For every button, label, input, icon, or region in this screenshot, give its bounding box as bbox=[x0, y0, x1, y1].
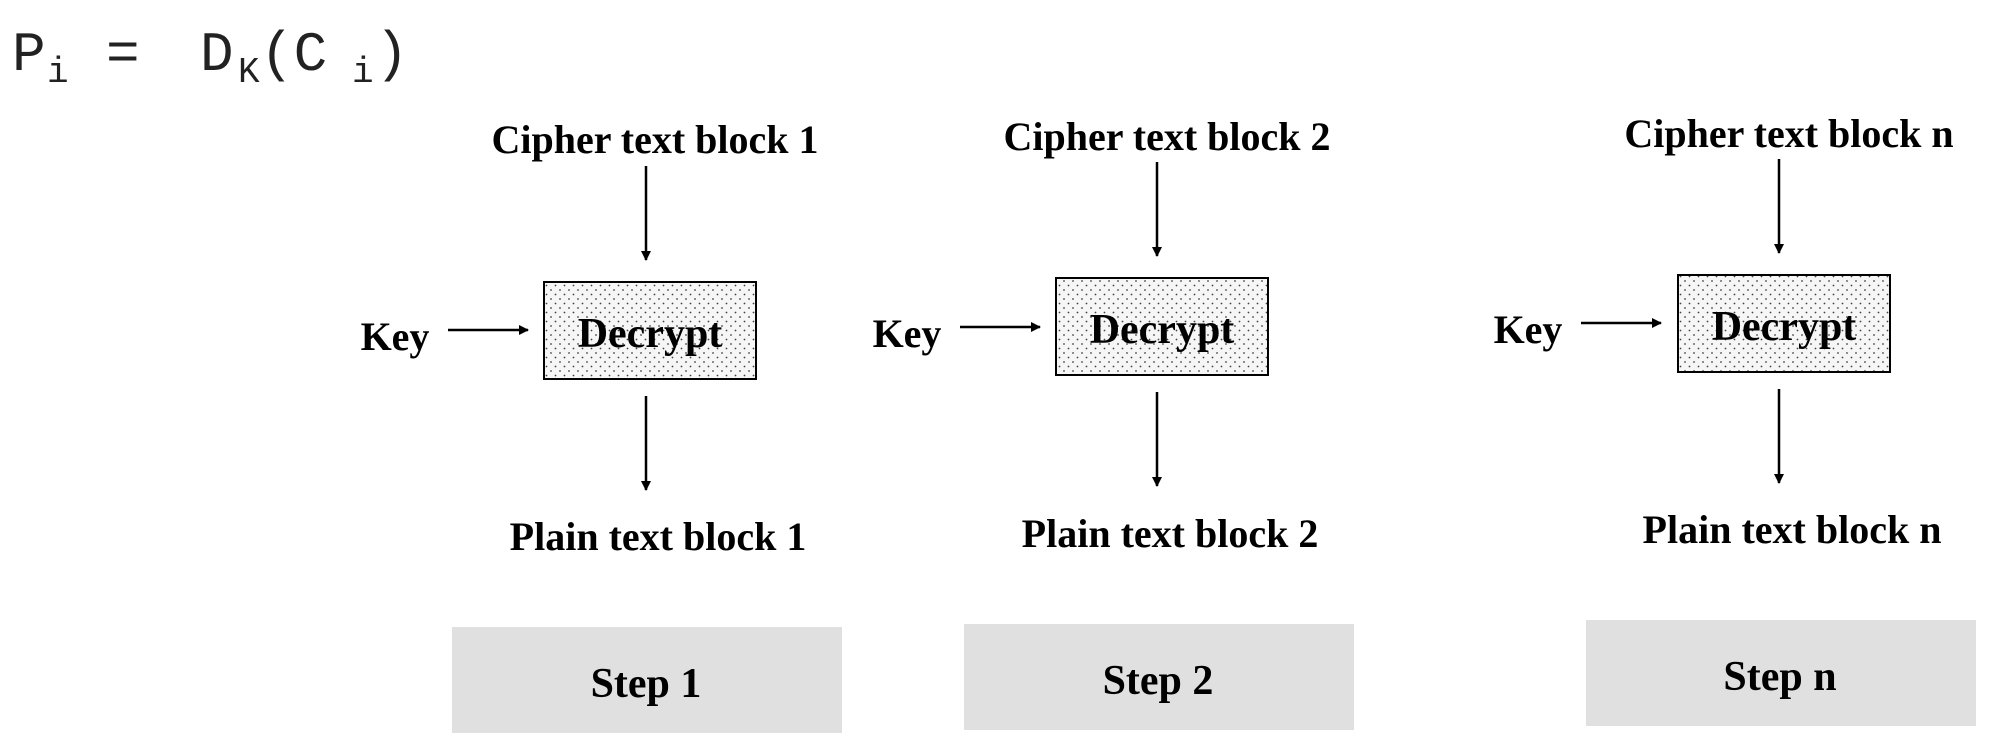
key-label: Key bbox=[361, 314, 430, 359]
cipher-text-block-label: Cipher text block 2 bbox=[1003, 114, 1330, 159]
formula-close-paren: ) bbox=[375, 23, 409, 87]
cipher-text-block-label: Cipher text block 1 bbox=[491, 117, 818, 162]
key-label: Key bbox=[1494, 307, 1563, 352]
step-label: Step 2 bbox=[1103, 658, 1214, 704]
formula: P i = D K (C i ) bbox=[12, 23, 409, 93]
decrypt-box bbox=[543, 281, 757, 380]
decrypt-box bbox=[1055, 277, 1269, 376]
step-box bbox=[1586, 620, 1976, 726]
formula-lhs-subscript: i bbox=[47, 52, 69, 93]
decrypt-box-label: Decrypt bbox=[578, 311, 723, 357]
formula-argument: (C bbox=[260, 23, 327, 87]
decrypt-box bbox=[1677, 274, 1891, 373]
plain-text-block-label: Plain text block n bbox=[1643, 507, 1942, 552]
formula-function: D bbox=[200, 23, 234, 87]
plain-text-block-label: Plain text block 1 bbox=[510, 514, 807, 559]
plain-text-block-label: Plain text block 2 bbox=[1022, 511, 1319, 556]
step-label: Step n bbox=[1723, 654, 1836, 700]
cipher-text-block-label: Cipher text block n bbox=[1624, 111, 1953, 156]
key-label: Key bbox=[873, 311, 942, 356]
step-box bbox=[964, 624, 1354, 730]
step-1-group: Cipher text block 1 Key Decrypt Plain te… bbox=[361, 117, 842, 733]
step-2-group: Cipher text block 2 Key Decrypt Plain te… bbox=[873, 114, 1354, 730]
decrypt-box-label: Decrypt bbox=[1090, 307, 1235, 353]
step-n-group: Cipher text block n Key Decrypt Plain te… bbox=[1494, 111, 1976, 726]
formula-function-subscript: K bbox=[238, 52, 260, 93]
formula-equals: = bbox=[106, 23, 140, 87]
formula-lhs: P bbox=[12, 23, 46, 87]
step-label: Step 1 bbox=[591, 661, 702, 707]
formula-argument-subscript: i bbox=[352, 52, 374, 93]
decrypt-box-label: Decrypt bbox=[1712, 304, 1857, 350]
step-box bbox=[452, 627, 842, 733]
